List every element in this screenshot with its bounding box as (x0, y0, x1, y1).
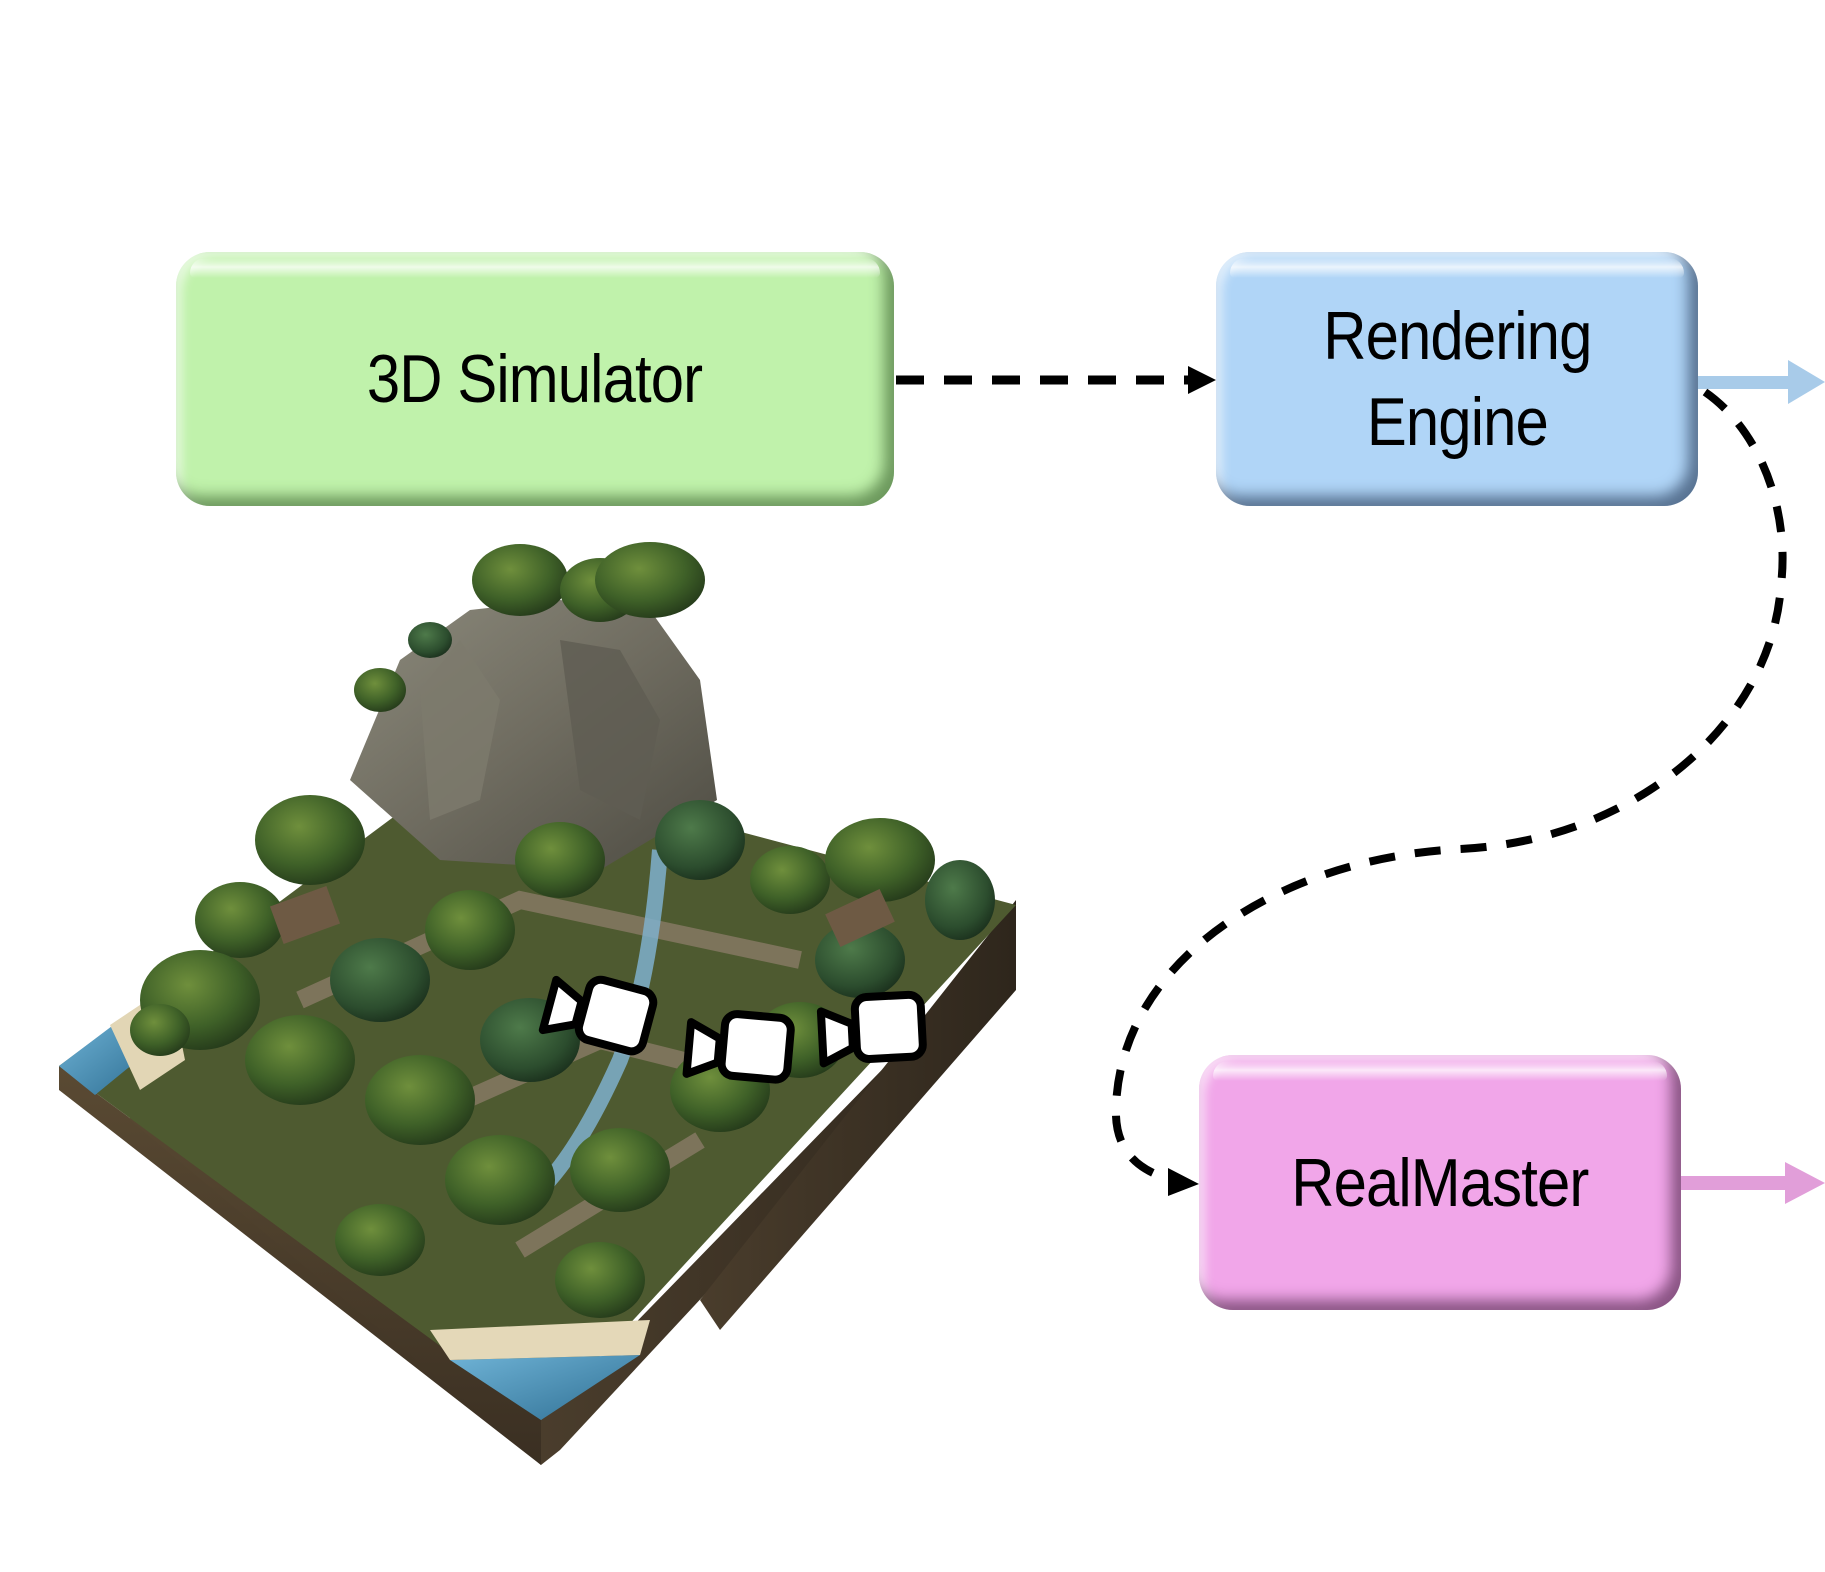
water-bottom (450, 1355, 640, 1420)
terrain-river (534, 849, 668, 1196)
beach-bottom (430, 1320, 650, 1360)
node-3d-simulator-label: 3D Simulator (367, 341, 703, 417)
node-realmaster[interactable]: RealMaster (1199, 1055, 1681, 1310)
terrain-soil-sides (59, 900, 1016, 1465)
node-3d-simulator[interactable]: 3D Simulator (176, 252, 894, 506)
terrain-mountain (350, 542, 717, 870)
node-rendering-engine[interactable]: Rendering Engine (1216, 252, 1698, 506)
node-realmaster-label: RealMaster (1291, 1144, 1589, 1221)
terrain-forest (130, 795, 995, 1318)
node-rendering-engine-label: Rendering Engine (1322, 298, 1592, 460)
